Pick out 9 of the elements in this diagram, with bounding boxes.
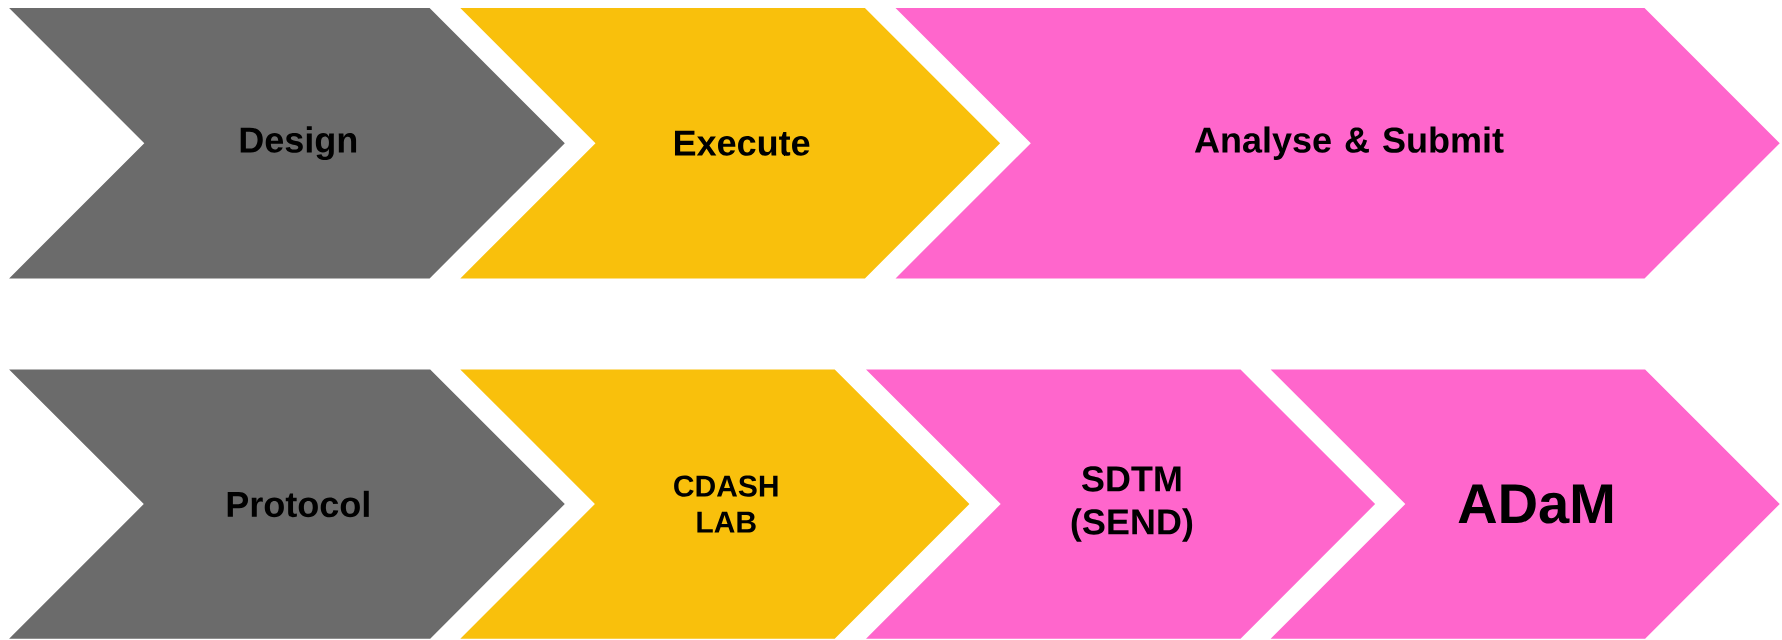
process-step: Execute	[460, 8, 1001, 279]
process-step: Analyse & Submit	[895, 8, 1780, 279]
process-step: Protocol	[9, 369, 565, 639]
node-label: ADaM	[1458, 484, 1613, 524]
process-step: SDTM (SEND)	[866, 369, 1376, 639]
process-step: ADaM	[1270, 369, 1780, 639]
process-step: Design	[9, 8, 565, 279]
process-step: CDASH LAB	[460, 369, 970, 639]
node-label: SDTM (SEND)	[1071, 466, 1193, 542]
